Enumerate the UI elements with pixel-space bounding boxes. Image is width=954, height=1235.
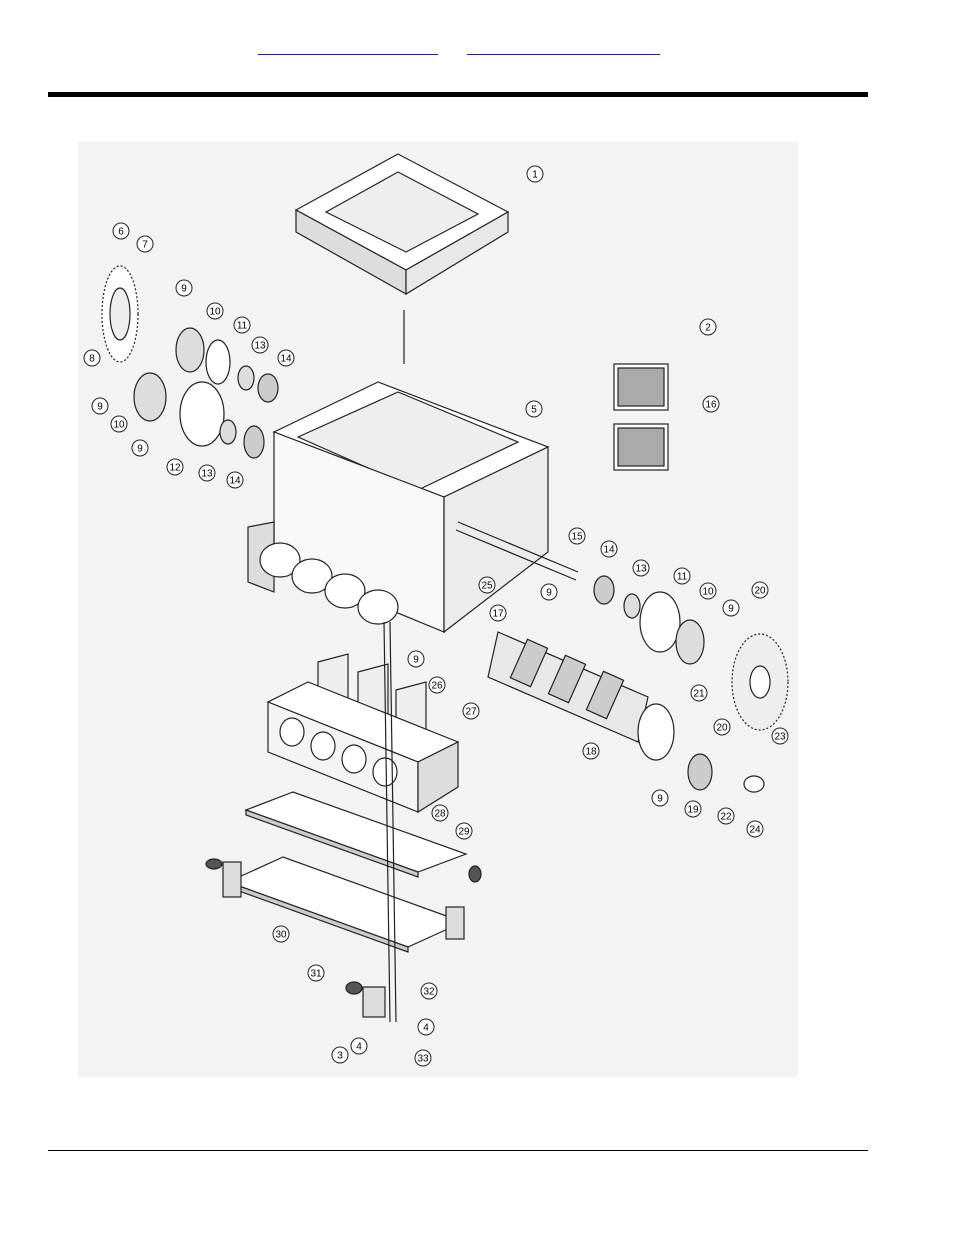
callout-10c: 10 bbox=[702, 587, 714, 598]
callout-2: 2 bbox=[705, 323, 711, 334]
callout-18: 18 bbox=[585, 747, 597, 758]
callout-9c: 9 bbox=[137, 444, 143, 455]
callout-10a: 10 bbox=[209, 307, 221, 318]
callout-22: 22 bbox=[720, 812, 732, 823]
callout-9f: 9 bbox=[728, 604, 734, 615]
header-rule bbox=[48, 92, 868, 97]
part-meter-roller bbox=[488, 632, 764, 792]
callout-25: 25 bbox=[481, 581, 493, 592]
callout-13a: 13 bbox=[254, 341, 266, 352]
callout-30: 30 bbox=[275, 930, 287, 941]
callout-32: 32 bbox=[423, 987, 435, 998]
callout-21: 21 bbox=[693, 689, 705, 700]
callout-12: 12 bbox=[169, 463, 181, 474]
callout-19: 19 bbox=[687, 805, 699, 816]
exploded-parts-diagram: 1 2 3 4 4 5 6 7 8 9 9 9 9 9 9 9 10 10 10… bbox=[78, 142, 798, 1077]
part-hopper-housing bbox=[248, 382, 548, 632]
part-gate-baffles bbox=[268, 654, 458, 812]
part-lid-frame bbox=[296, 154, 508, 294]
callout-11a: 11 bbox=[237, 321, 248, 332]
header-link-1[interactable] bbox=[258, 40, 438, 55]
callout-9a: 9 bbox=[181, 284, 187, 295]
callout-8: 8 bbox=[89, 354, 95, 365]
callout-16: 16 bbox=[705, 400, 717, 411]
callout-29: 29 bbox=[458, 827, 470, 838]
footer-rule bbox=[48, 1150, 868, 1151]
callout-11b: 11 bbox=[677, 572, 688, 583]
callout-13b: 13 bbox=[201, 469, 213, 480]
callout-14b: 14 bbox=[229, 476, 241, 487]
callout-9e: 9 bbox=[413, 655, 419, 666]
callout-15: 15 bbox=[571, 532, 583, 543]
callout-4b: 4 bbox=[423, 1023, 429, 1034]
callout-20b: 20 bbox=[716, 723, 728, 734]
callout-10b: 10 bbox=[113, 420, 125, 431]
callout-5: 5 bbox=[531, 405, 537, 416]
callout-3: 3 bbox=[337, 1051, 343, 1062]
callout-27: 27 bbox=[465, 707, 477, 718]
callout-6: 6 bbox=[118, 227, 124, 238]
callout-17: 17 bbox=[492, 609, 504, 620]
diagram-svg: 1 2 3 4 4 5 6 7 8 9 9 9 9 9 9 9 10 10 10… bbox=[78, 142, 798, 1077]
part-slide-plates bbox=[228, 792, 466, 952]
callout-9g: 9 bbox=[657, 794, 663, 805]
part-sprocket-left bbox=[102, 266, 138, 362]
callout-13c: 13 bbox=[635, 564, 647, 575]
callout-14c: 14 bbox=[603, 545, 615, 556]
header-links bbox=[0, 40, 954, 60]
callout-7: 7 bbox=[142, 240, 148, 251]
part-large-gear bbox=[732, 634, 788, 730]
callout-28: 28 bbox=[434, 809, 446, 820]
callout-26: 26 bbox=[431, 681, 443, 692]
callout-14a: 14 bbox=[280, 354, 292, 365]
header-link-2[interactable] bbox=[467, 40, 660, 55]
callout-4a: 4 bbox=[356, 1042, 362, 1053]
part-decals bbox=[614, 364, 668, 470]
callout-9b: 9 bbox=[97, 402, 103, 413]
callout-31: 31 bbox=[310, 969, 322, 980]
callout-9d: 9 bbox=[546, 588, 552, 599]
callout-33: 33 bbox=[417, 1054, 429, 1065]
callout-23: 23 bbox=[774, 732, 786, 743]
callout-24: 24 bbox=[749, 825, 761, 836]
callout-1: 1 bbox=[532, 170, 538, 181]
callout-20a: 20 bbox=[754, 586, 766, 597]
